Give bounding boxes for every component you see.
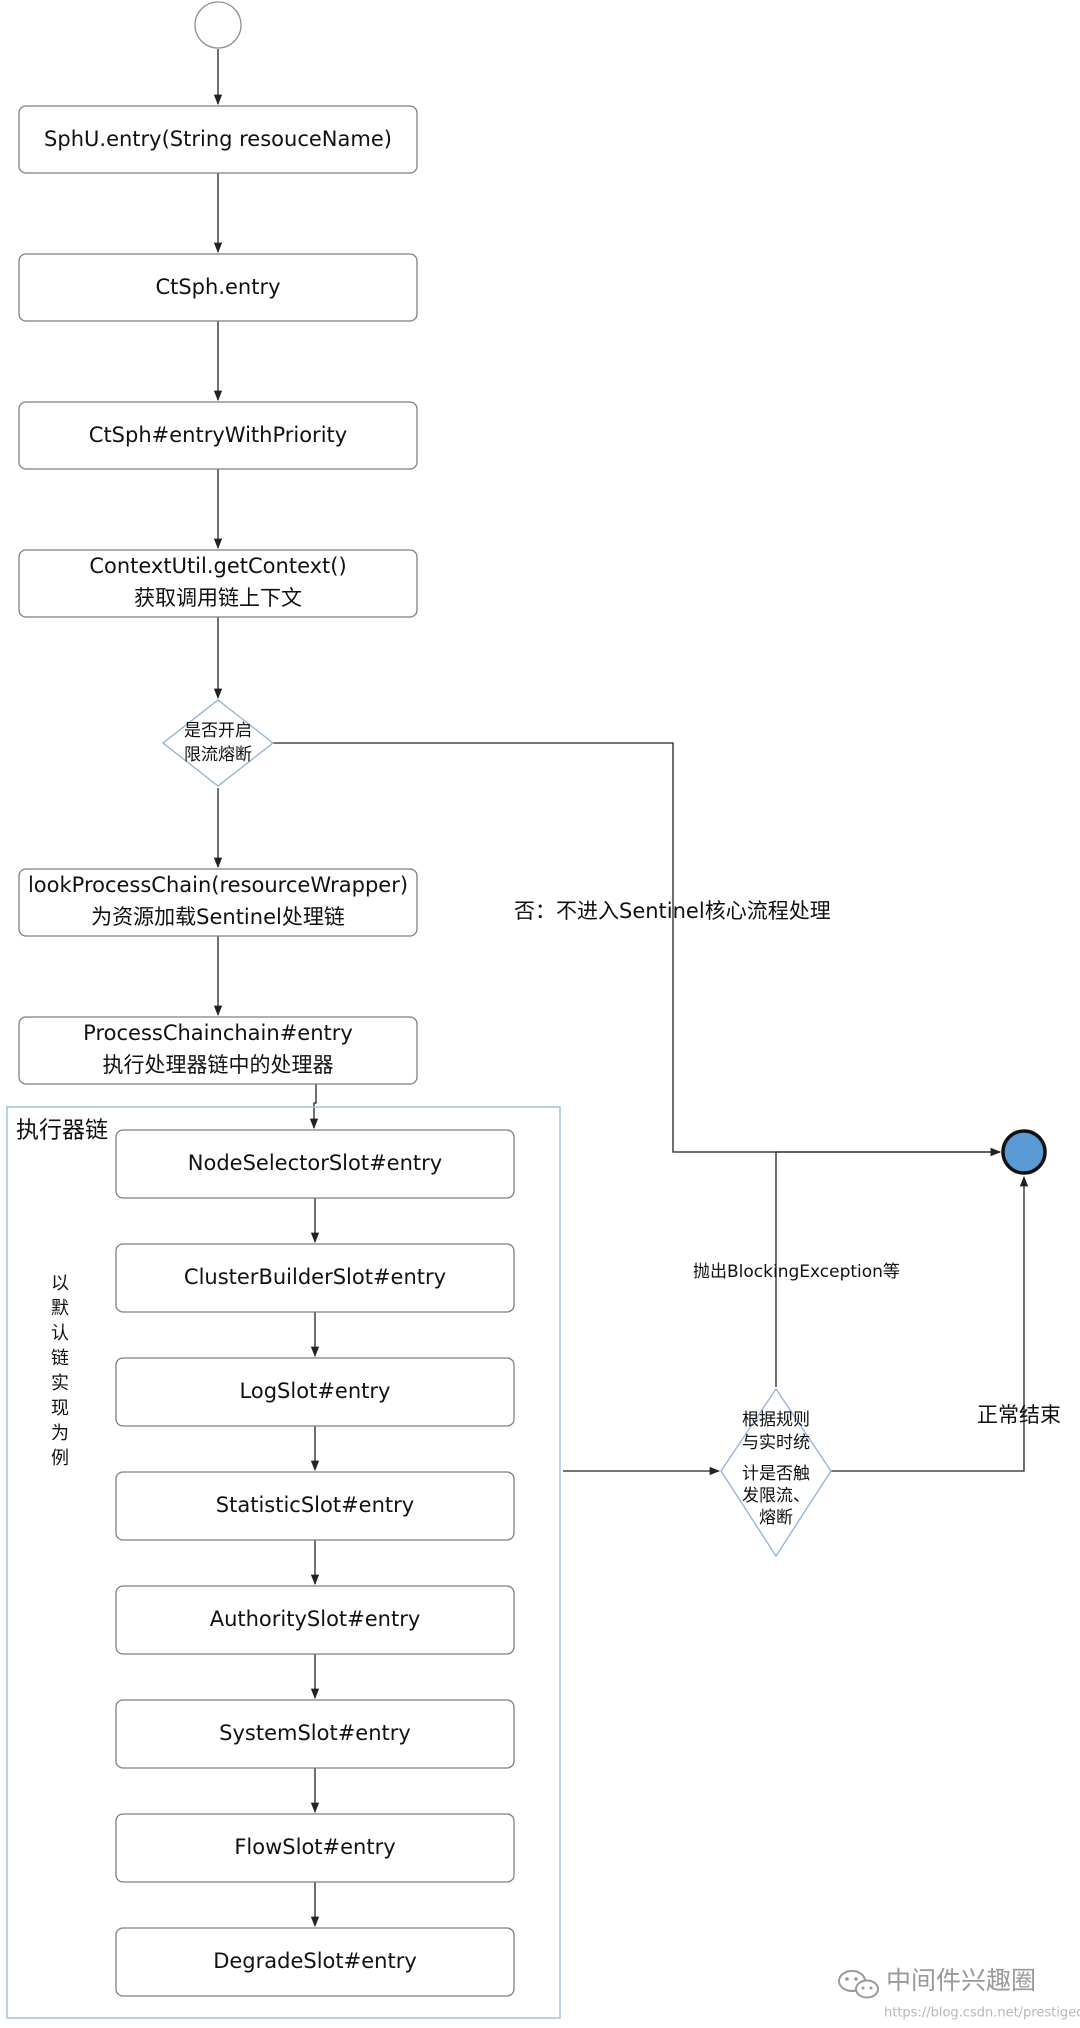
slot-log-label: LogSlot#entry	[240, 1379, 391, 1403]
slot-cluster-builder-label: ClusterBuilderSlot#entry	[184, 1265, 446, 1289]
vertical-note-char: 现	[51, 1398, 69, 1419]
slot-degrade: DegradeSlot#entry	[115, 1927, 515, 1997]
label-no-sentinel: 否：不进入Sentinel核心流程处理	[514, 899, 831, 923]
node-process-chain-entry-line1: ProcessChainchain#entry	[83, 1021, 353, 1045]
watermark-url: https://blog.csdn.net/prestigeding	[884, 2006, 1080, 2021]
node-lookup-process-chain-line2: 为资源加载Sentinel处理链	[91, 905, 345, 929]
node-sphu-entry: SphU.entry(String resouceName)	[18, 105, 418, 174]
label-throw-blocking: 抛出BlockingException等	[693, 1262, 900, 1282]
slot-flow: FlowSlot#entry	[115, 1813, 515, 1883]
node-lookup-process-chain: lookProcessChain(resourceWrapper) 为资源加载S…	[18, 868, 418, 937]
slot-flow-label: FlowSlot#entry	[234, 1835, 395, 1859]
executor-chain-title: 执行器链	[16, 1118, 108, 1144]
slot-authority: AuthoritySlot#entry	[115, 1585, 515, 1655]
slot-log: LogSlot#entry	[115, 1357, 515, 1427]
decision-rule-trigger: 根据规则 与实时统 计是否触 发限流、 熔断	[720, 1387, 832, 1558]
executor-chain-group: 执行器链 以 默 认 链 实 现 为 例 NodeSelectorSlot#en…	[6, 1106, 561, 2019]
executor-vertical-note: 以 默 认 链 实 现 为 例	[51, 1273, 69, 1469]
edge-rule-throw-to-end	[775, 1147, 1002, 1387]
node-ctsph-entry-with-priority: CtSph#entryWithPriority	[18, 401, 418, 470]
vertical-note-char: 例	[51, 1448, 69, 1469]
node-ctsph-entry-with-priority-label: CtSph#entryWithPriority	[89, 423, 347, 447]
decision-rule-line: 熔断	[759, 1508, 793, 1528]
node-context-util-line1: ContextUtil.getContext()	[89, 554, 346, 578]
start-node	[194, 1, 242, 49]
end-node	[1001, 1129, 1047, 1175]
edge-process-to-nodeselector	[309, 1084, 319, 1130]
watermark-brand: 中间件兴趣圈	[886, 1966, 1036, 1995]
vertical-note-char: 为	[51, 1423, 69, 1444]
node-context-util: ContextUtil.getContext() 获取调用链上下文	[18, 549, 418, 618]
slot-system-label: SystemSlot#entry	[219, 1721, 411, 1745]
node-process-chain-entry: ProcessChainchain#entry 执行处理器链中的处理器	[18, 1016, 418, 1085]
connectors	[213, 49, 1029, 1928]
vertical-note-char: 链	[51, 1348, 69, 1369]
wechat-icon	[838, 1970, 879, 1999]
node-lookup-process-chain-line1: lookProcessChain(resourceWrapper)	[28, 873, 408, 897]
slot-node-selector: NodeSelectorSlot#entry	[115, 1129, 515, 1199]
decision-rule-line: 发限流、	[742, 1486, 810, 1506]
slot-authority-label: AuthoritySlot#entry	[210, 1607, 421, 1631]
label-normal-end: 正常结束	[977, 1403, 1061, 1427]
edge-decision-no-to-end	[273, 742, 1002, 1157]
slot-statistic-label: StatisticSlot#entry	[216, 1493, 414, 1517]
node-process-chain-entry-line2: 执行处理器链中的处理器	[103, 1053, 334, 1077]
vertical-note-char: 以	[51, 1273, 69, 1294]
slot-degrade-label: DegradeSlot#entry	[213, 1949, 417, 1973]
node-ctsph-entry: CtSph.entry	[18, 253, 418, 322]
node-ctsph-entry-label: CtSph.entry	[155, 275, 280, 299]
slot-node-selector-label: NodeSelectorSlot#entry	[188, 1151, 442, 1175]
decision-enable-limit-line2: 限流熔断	[184, 745, 252, 765]
slot-system: SystemSlot#entry	[115, 1699, 515, 1769]
decision-rule-line: 与实时统	[742, 1433, 810, 1453]
node-context-util-line2: 获取调用链上下文	[134, 586, 302, 610]
vertical-note-char: 默	[51, 1298, 69, 1319]
decision-rule-line: 计是否触	[742, 1464, 810, 1484]
vertical-note-char: 认	[51, 1323, 69, 1344]
node-sphu-entry-label: SphU.entry(String resouceName)	[44, 127, 392, 151]
edge-rule-normal-to-end	[831, 1175, 1029, 1472]
slot-statistic: StatisticSlot#entry	[115, 1471, 515, 1541]
vertical-note-char: 实	[51, 1373, 69, 1394]
slot-cluster-builder: ClusterBuilderSlot#entry	[115, 1243, 515, 1313]
decision-enable-limit: 是否开启 限流熔断	[161, 699, 275, 787]
watermark: 中间件兴趣圈 https://blog.csdn.net/prestigedin…	[838, 1966, 1080, 2021]
decision-enable-limit-line1: 是否开启	[184, 721, 252, 741]
decision-rule-line: 根据规则	[742, 1410, 810, 1430]
